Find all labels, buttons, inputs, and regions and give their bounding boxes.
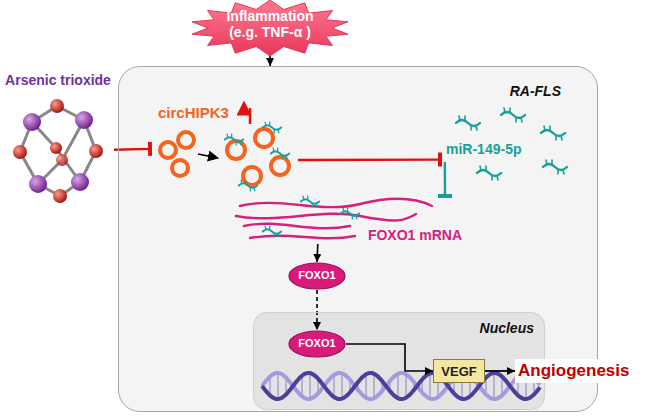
node-text: miR-149-5p bbox=[446, 141, 521, 157]
nucleus-box: NucleusFOXO1VEGF bbox=[253, 312, 545, 410]
mrna-group: FOXO1 mRNA bbox=[232, 196, 464, 244]
connector bbox=[316, 244, 318, 262]
connector bbox=[114, 148, 150, 151]
node-text: VEGF bbox=[434, 364, 484, 379]
node-text: Inflammation (e.g. TNF-α ) bbox=[212, 8, 328, 40]
protein-ellipse: FOXO1 bbox=[288, 262, 346, 290]
node-text: Angiogenesis bbox=[518, 361, 629, 381]
node-text: Nucleus bbox=[480, 320, 534, 336]
node-text: FOXO1 mRNA bbox=[368, 227, 462, 243]
connector bbox=[485, 370, 515, 372]
drug-molecule: Arsenic trioxide bbox=[2, 70, 114, 210]
connector bbox=[444, 162, 447, 196]
connector bbox=[316, 290, 318, 330]
gene-box: VEGF bbox=[433, 359, 485, 383]
circrna-group: circHIPK3 bbox=[150, 102, 298, 194]
protein-ellipse: FOXO1 bbox=[288, 330, 346, 358]
connector bbox=[298, 158, 440, 161]
node-text: Arsenic trioxide bbox=[2, 72, 114, 88]
node-text: FOXO1 bbox=[288, 269, 346, 281]
node-text: FOXO1 bbox=[288, 337, 346, 349]
connector bbox=[346, 344, 433, 371]
node-text: RA-FLS bbox=[510, 83, 561, 99]
outcome-label: Angiogenesis bbox=[515, 359, 651, 383]
node-text: circHIPK3 bbox=[158, 104, 229, 121]
inflammation-star: Inflammation (e.g. TNF-α ) bbox=[190, 0, 350, 56]
mirna-label: miR-149-5p bbox=[440, 138, 536, 162]
